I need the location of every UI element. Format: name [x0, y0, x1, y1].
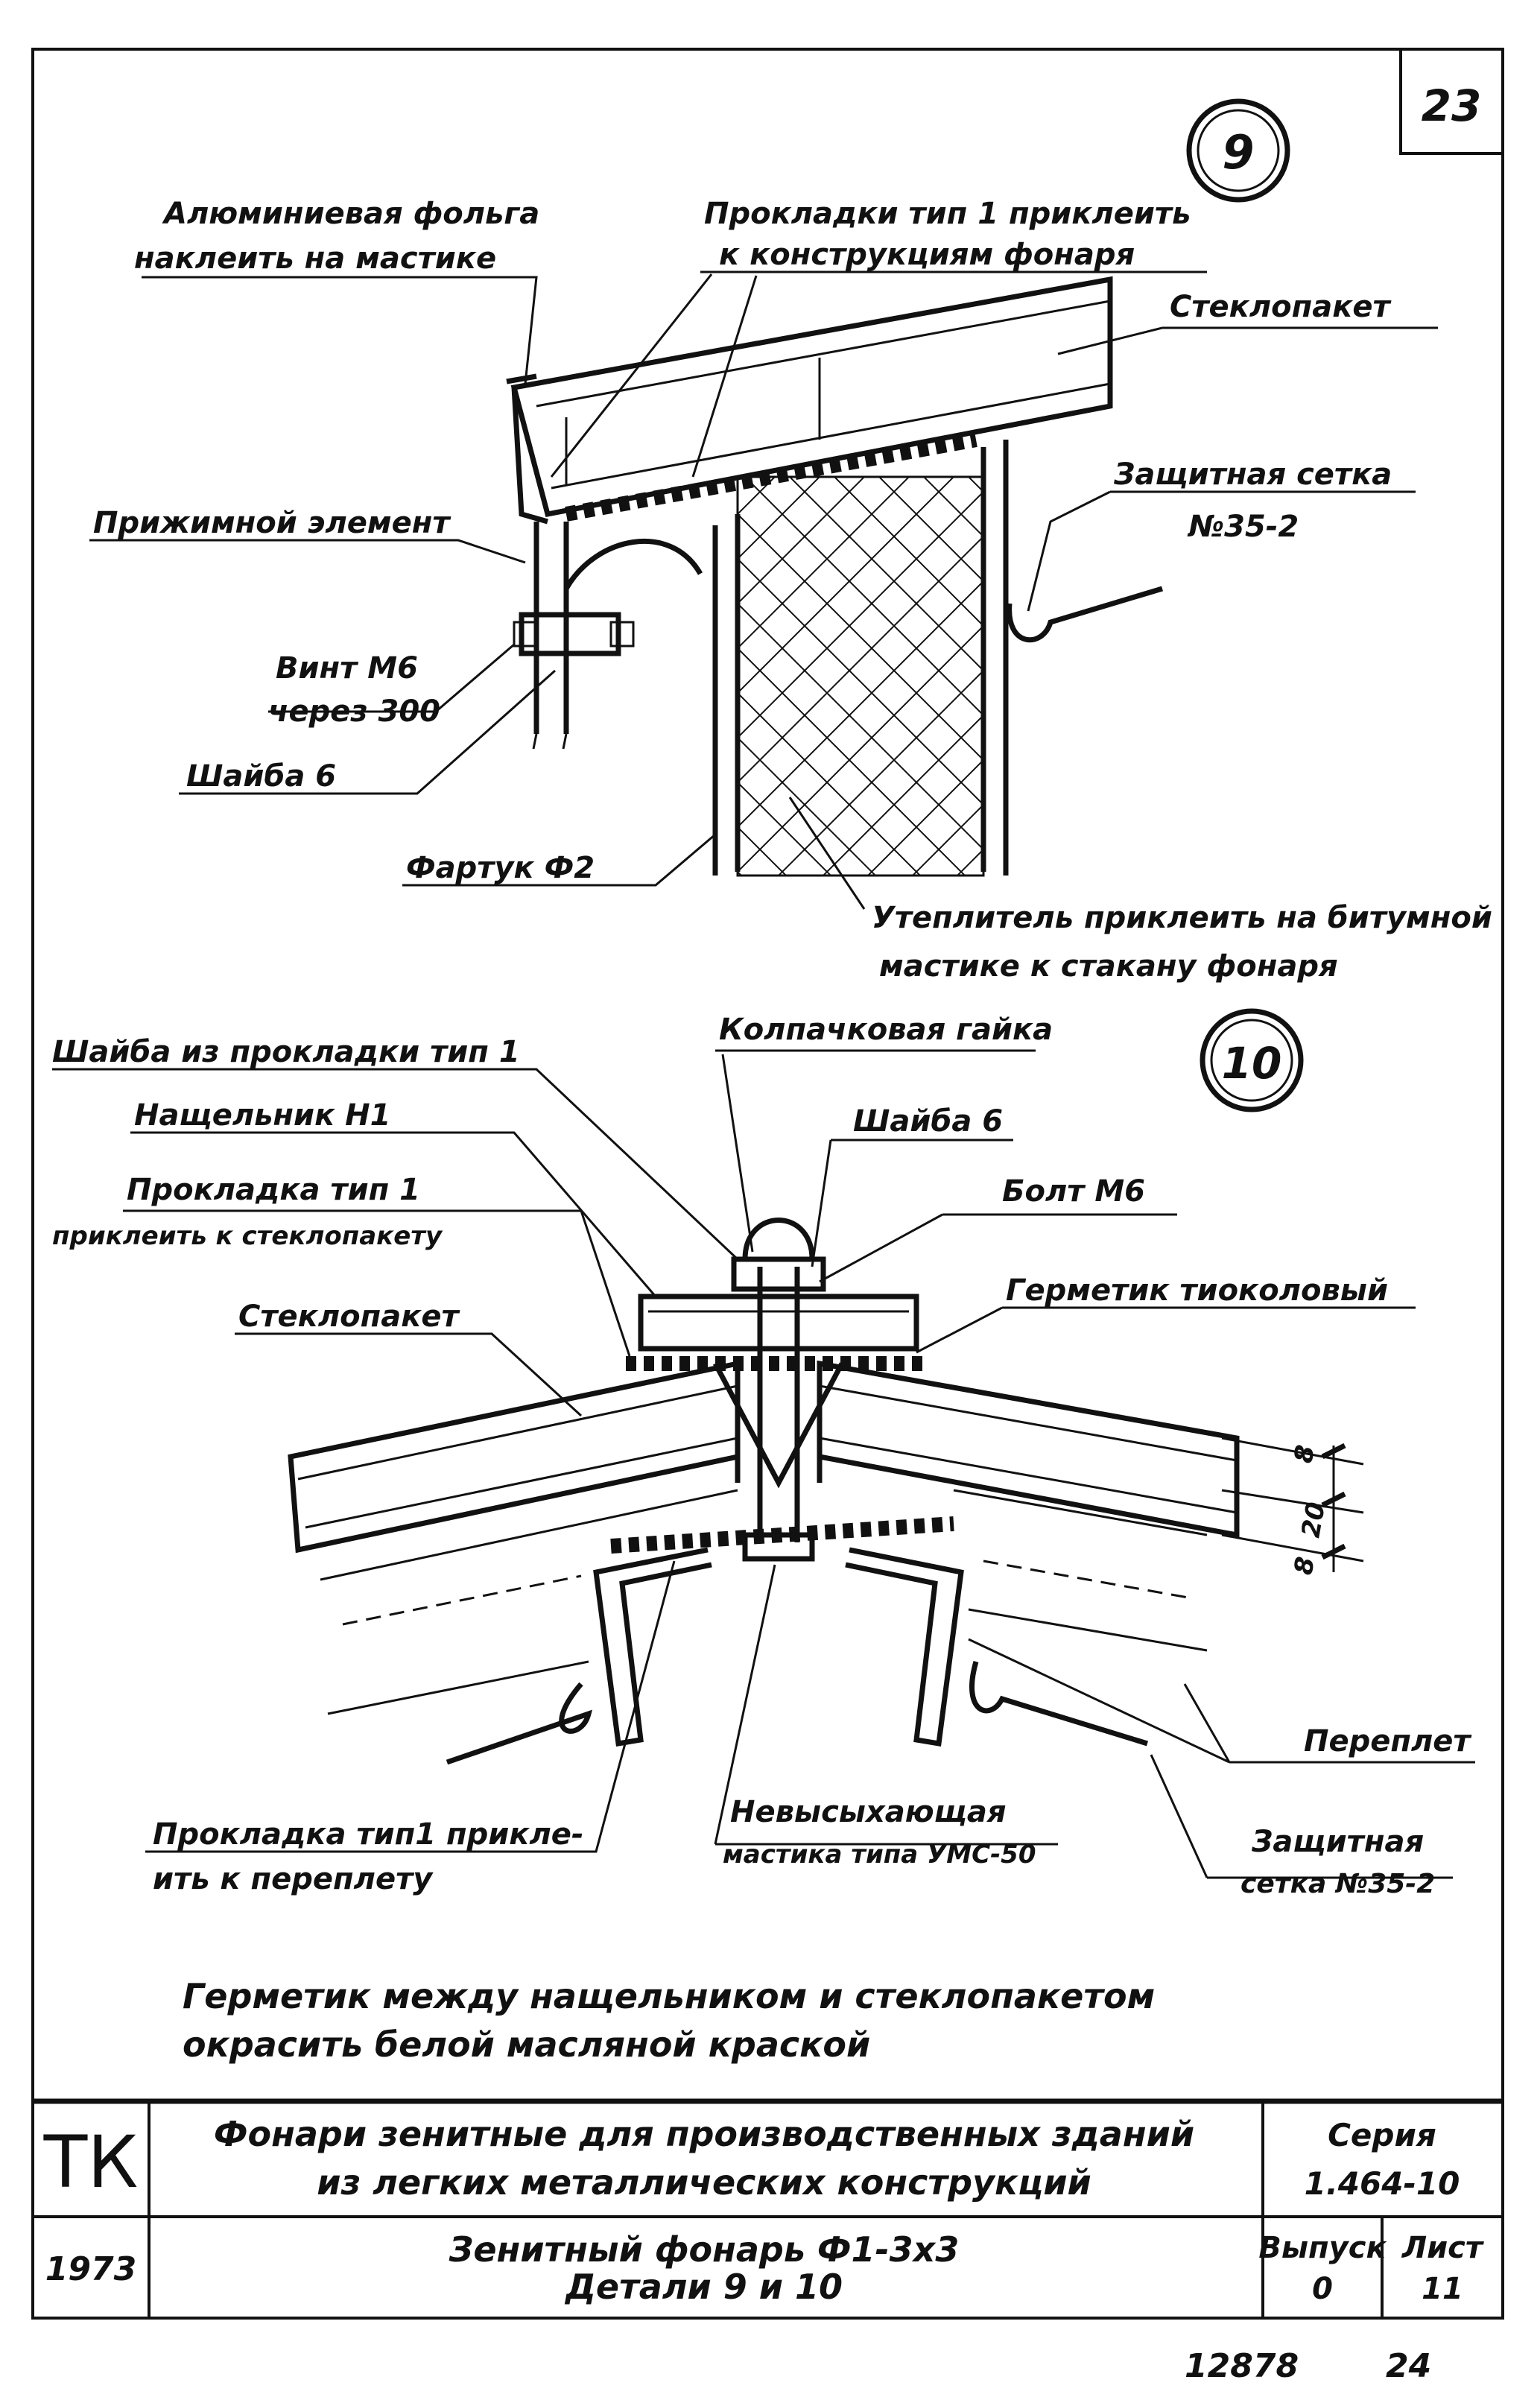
detail-10: 10 — [52, 1008, 1475, 1899]
mesh-hook-left — [446, 1682, 592, 1765]
light-cup — [712, 440, 1009, 877]
label-gasket-frame-2: ить к переплету — [153, 1862, 434, 1896]
gasket-type1-frame — [610, 1516, 954, 1554]
detail-10-leaders — [52, 1049, 1475, 1879]
label-foil-1: Алюминиевая фольга — [162, 197, 539, 231]
subtitle-line-2: Детали 9 и 10 — [564, 2267, 843, 2307]
note-line-1: Герметик между нащельником и стеклопакет… — [183, 1976, 1155, 2016]
label-insulation-1: Утеплитель приклеить на битумной — [872, 901, 1492, 935]
label-clamp: Прижимной элемент — [93, 506, 451, 540]
bolt-m6 — [731, 1218, 826, 1562]
issue-label: Выпуск — [1258, 2231, 1387, 2265]
label-foil-2: наклеить на мастике — [134, 241, 496, 276]
insulation — [736, 475, 985, 877]
label-screw-1: Винт М6 — [276, 651, 418, 686]
sheet-number-box — [1399, 48, 1504, 155]
clamp-element — [533, 522, 569, 734]
title-code: ТК — [43, 2121, 139, 2204]
label-mesh-10-2: сетка №35-2 — [1240, 1869, 1435, 1899]
title-line-2: из легких металлических конструкций — [317, 2162, 1091, 2203]
label-cap-nut: Колпачковая гайка — [719, 1013, 1053, 1047]
detail-9: 9 — [89, 98, 1492, 984]
label-washer-9: Шайба 6 — [186, 759, 336, 794]
detail-10-marker-number: 10 — [1222, 1038, 1282, 1089]
footer-number: 12878 — [1185, 2347, 1299, 2385]
label-gasket-9-1: Прокладки тип 1 приклеить — [704, 197, 1191, 231]
label-frame: Переплет — [1304, 1724, 1472, 1758]
mesh-hook-right — [969, 1661, 1149, 1747]
label-glass-9: Стеклопакет — [1170, 290, 1392, 324]
label-gasket-frame-1: Прокладка тип1 прикле- — [153, 1817, 583, 1852]
detail-9-marker-number: 9 — [1222, 125, 1254, 180]
label-mesh-9-1: Защитная сетка — [1113, 458, 1392, 492]
issue-value: 0 — [1312, 2272, 1333, 2306]
subtitle-line-1: Зенитный фонарь Ф1-3х3 — [449, 2229, 960, 2270]
series-value: 1.464-10 — [1305, 2165, 1460, 2202]
label-bolt: Болт М6 — [1002, 1174, 1145, 1209]
label-washer-gasket: Шайба из прокладки тип 1 — [52, 1035, 520, 1069]
sheet-frame — [31, 48, 1504, 2320]
frame-profile-right — [845, 1547, 964, 1747]
glass-unit-9 — [510, 276, 1113, 518]
detail-9-marker — [1186, 98, 1290, 203]
glass-unit-10-right — [817, 1360, 1240, 1652]
foil-cap — [506, 373, 548, 525]
ridge-profile — [712, 1362, 845, 1489]
label-mastic-2: мастика типа УМС-50 — [723, 1840, 1036, 1869]
mesh-hook-9 — [1007, 586, 1164, 643]
screw-m6 — [513, 612, 635, 656]
label-mesh-10-1: Защитная — [1251, 1825, 1424, 1859]
dim-bot: 8 — [1288, 1554, 1321, 1577]
dim-top: 8 — [1288, 1443, 1321, 1465]
note-line-2: окрасить белой масляной краской — [183, 2024, 870, 2065]
sheet-label: Лист — [1401, 2231, 1485, 2265]
footer-page: 24 — [1386, 2347, 1431, 2385]
label-glass-10: Стеклопакет — [238, 1299, 461, 1334]
label-sealant: Герметик тиоколовый — [1006, 1273, 1388, 1308]
label-batten: Нащельник Н1 — [134, 1098, 390, 1133]
label-insulation-2: мастике к стакану фонаря — [879, 949, 1338, 984]
detail-9-leaders — [89, 270, 1438, 910]
gasket-type1-9 — [565, 432, 977, 522]
label-mastic-1: Невысыхающая — [730, 1795, 1007, 1829]
dim-mid: 20 — [1296, 1500, 1331, 1540]
label-apron: Фартук Ф2 — [406, 851, 595, 885]
sheet-value: 11 — [1422, 2272, 1463, 2306]
title-block: ТК 1973 Фонари зенитные для производстве… — [33, 2098, 1503, 2318]
series-label: Серия — [1328, 2117, 1436, 2153]
batten-h1 — [638, 1294, 919, 1352]
cap-nut — [742, 1218, 815, 1260]
title-line-1: Фонари зенитные для производственных зда… — [214, 2114, 1194, 2154]
frame-profile-left — [593, 1547, 712, 1747]
detail-10-marker — [1200, 1008, 1304, 1112]
label-gasket-10-1: Прокладка тип 1 — [127, 1173, 420, 1207]
label-washer-6: Шайба 6 — [853, 1104, 1003, 1139]
label-gasket-10-2: приклеить к стеклопакету — [52, 1221, 443, 1251]
label-gasket-9-2: к конструкциям фонаря — [719, 238, 1135, 272]
label-mesh-9-2: №35-2 — [1187, 510, 1299, 544]
dimensions: 8 20 8 — [1221, 1437, 1364, 1577]
sheet-number: 23 — [1422, 80, 1482, 131]
label-screw-2: через 300 — [268, 694, 440, 729]
title-year: 1973 — [45, 2250, 136, 2288]
